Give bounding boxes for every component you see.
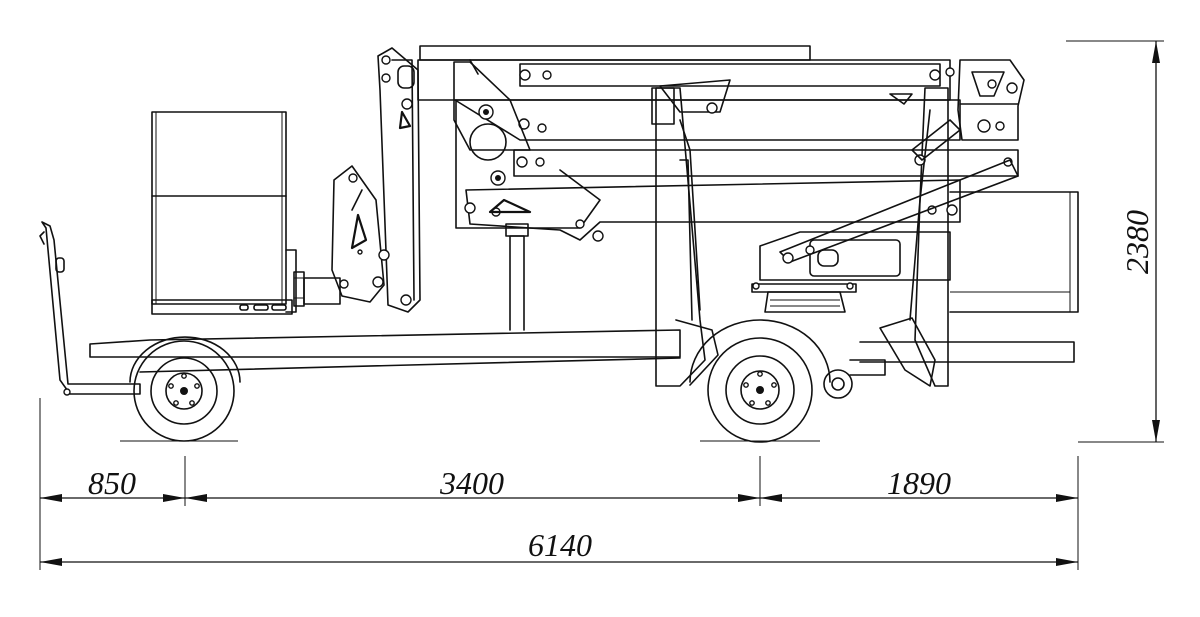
- lift-link: [679, 109, 1019, 321]
- boom-pivot: [453, 59, 531, 186]
- dim-label-height: 2380: [1119, 210, 1155, 274]
- turntable: [751, 191, 1079, 313]
- main-boom-upper: [417, 45, 955, 114]
- rear-wheel: [689, 319, 853, 443]
- work-basket: [151, 111, 341, 315]
- boom-head: [957, 59, 1025, 141]
- dim-label-rear-overhang: 1890: [887, 465, 951, 501]
- dimension-lines: [39, 40, 1164, 570]
- dim-label-front-overhang: 850: [88, 465, 136, 501]
- jib-arm: [331, 47, 421, 313]
- front-wheel: [120, 336, 241, 442]
- outrigger-front: [651, 87, 719, 387]
- dim-label-wheelbase: 3400: [439, 465, 504, 501]
- main-boom-lower: [464, 179, 961, 242]
- tow-bar: [39, 221, 141, 396]
- dim-label-overall-length: 6140: [528, 527, 592, 563]
